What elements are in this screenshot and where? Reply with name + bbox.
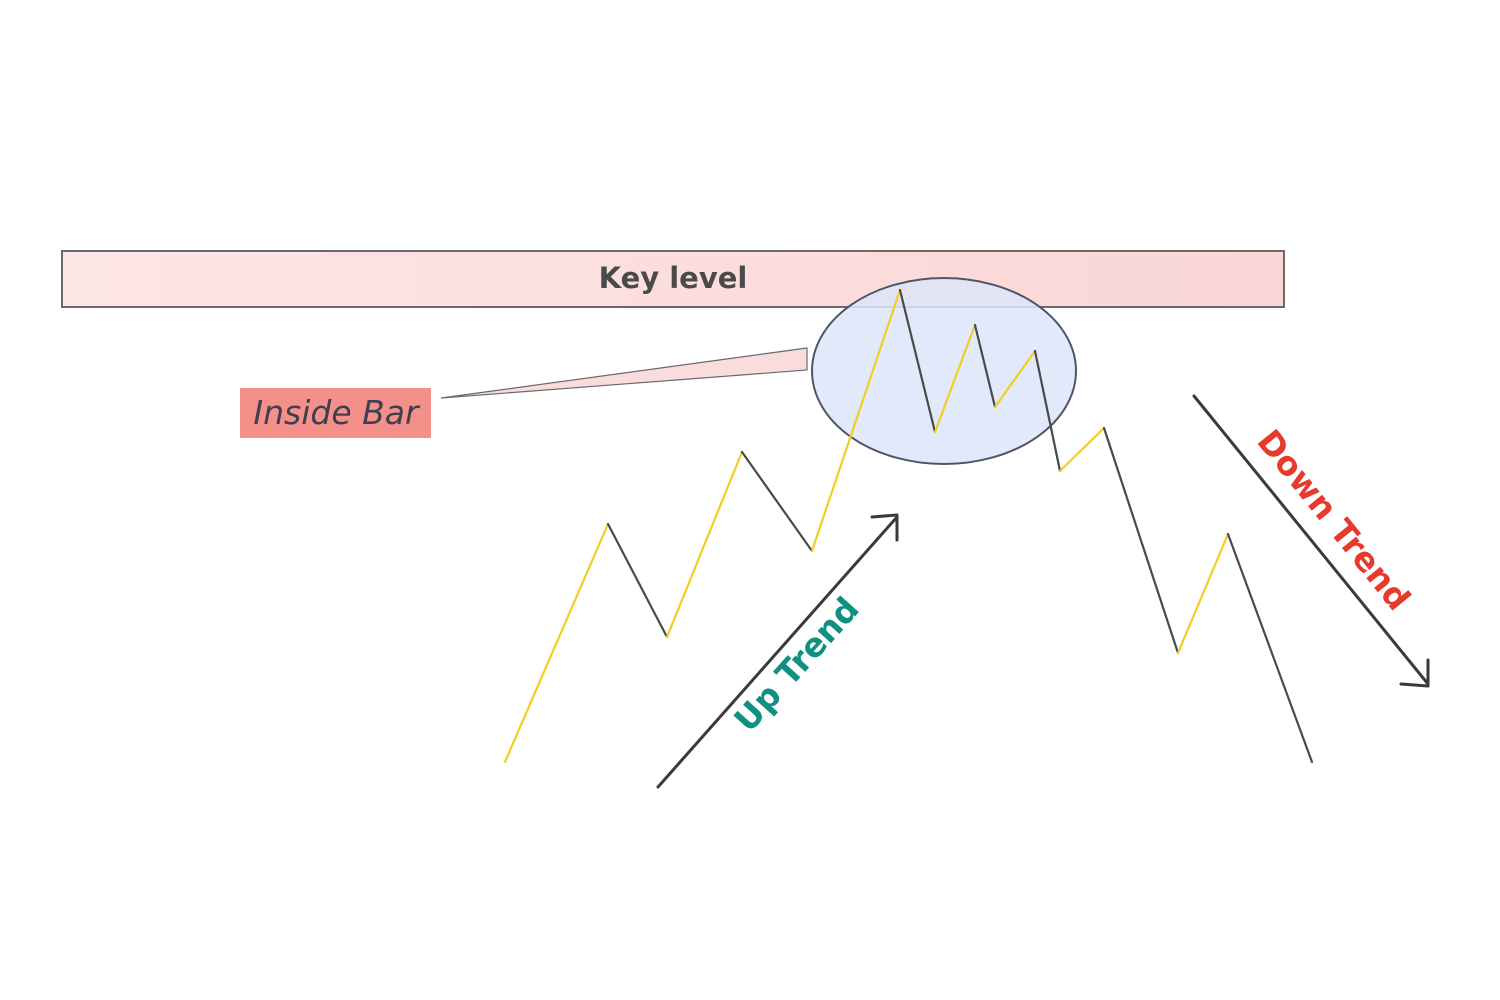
price-down-leg [740,450,814,553]
price-up-leg [1058,426,1106,473]
price-up-leg [503,522,610,764]
inside-bar-badge [240,388,431,438]
inside-bar-label: Inside Bar [253,393,421,432]
inside-bar-highlight [811,277,1077,465]
price-down-leg [1102,426,1180,655]
price-up-leg [810,288,902,553]
price-down-leg [606,522,669,639]
key-level-band [61,250,1285,308]
price-down-leg [1033,349,1062,473]
down-trend-label: Down Trend [1249,422,1418,618]
price-down-leg [1226,532,1314,764]
price-up-leg [993,349,1037,409]
price-up-leg [933,323,977,434]
inside-bar-callout [440,347,808,399]
price-down-leg [898,288,937,434]
down-trend-arrow [1192,394,1430,688]
up-trend-label: Up Trend [726,589,866,739]
price-down-leg [973,323,997,409]
up-trend-arrow [656,513,899,789]
price-up-leg [665,450,744,639]
price-path [503,288,1314,764]
price-up-leg [1176,532,1230,655]
key-level-label: Key level [599,261,748,295]
